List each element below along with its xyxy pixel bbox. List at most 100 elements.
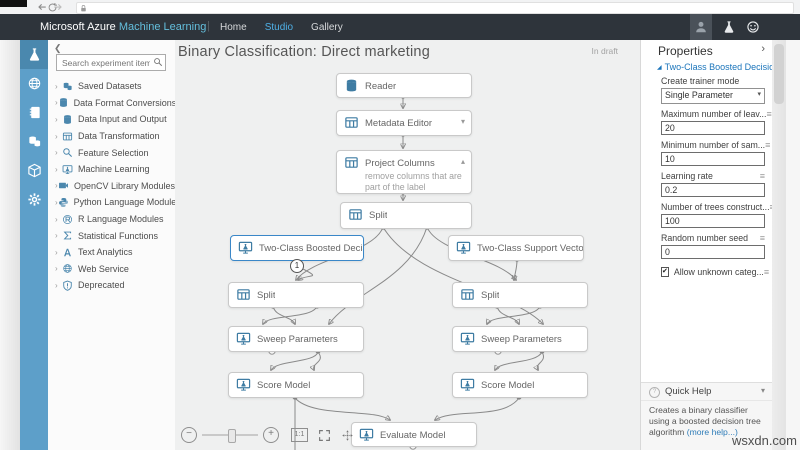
sidebar-item-saved-datasets[interactable]: ›Saved Datasets [48, 78, 175, 95]
select-create-trainer-mode[interactable]: Single Parameter▾ [661, 88, 765, 104]
expander-icon[interactable]: › [55, 231, 58, 241]
sidebar-item-python-language-modules[interactable]: ›Python Language Modules [48, 194, 181, 211]
rail-tab-experiments[interactable] [20, 40, 48, 69]
rail-tab-datasets[interactable] [20, 127, 48, 156]
brand[interactable]: Microsoft Azure Machine Learning [40, 21, 206, 33]
actual-size-button[interactable]: 1:1 [291, 428, 308, 442]
expander-icon[interactable]: › [55, 280, 58, 290]
panel-collapse-icon[interactable]: › [761, 43, 765, 55]
parameter-range-icon[interactable]: ≡ [759, 233, 765, 243]
module-split[interactable]: Split [340, 202, 472, 229]
module-sweep-parameters[interactable]: Sweep Parameters [228, 326, 364, 352]
module-two-class-boosted-decision-t[interactable]: Two-Class Boosted Decision T... [230, 235, 364, 261]
field-number-of-trees-construct: Number of trees construct...≡100 [661, 202, 775, 228]
zoom-out-button[interactable]: − [181, 427, 197, 443]
cube-icon [27, 163, 42, 178]
pan-icon[interactable] [341, 429, 354, 442]
module-sweep-parameters[interactable]: Sweep Parameters [452, 326, 588, 352]
sidebar-item-statistical-functions[interactable]: ›Statistical Functions [48, 227, 175, 244]
module-reader[interactable]: Reader [336, 73, 472, 98]
sidebar-item-opencv-library-modules[interactable]: ›OpenCV Library Modules [48, 178, 175, 195]
scrollbar-thumb[interactable] [774, 44, 784, 104]
search-icon[interactable] [153, 57, 163, 67]
parameter-range-icon[interactable]: ≡ [759, 171, 765, 181]
module-evaluate-model[interactable]: Evaluate Model [351, 422, 477, 447]
module-score-model[interactable]: Score Model [228, 372, 364, 398]
sidebar-item-feature-selection[interactable]: ›Feature Selection [48, 144, 175, 161]
expander-icon[interactable]: › [55, 264, 58, 274]
module-split[interactable]: Split [452, 282, 588, 308]
module-label: Sweep Parameters [257, 334, 338, 345]
sidebar-item-label: Machine Learning [78, 164, 150, 175]
module-two-class-support-vector-ma[interactable]: Two-Class Support Vector Ma... [448, 235, 584, 261]
input-learning-rate[interactable]: 0.2 [661, 183, 765, 197]
module-split[interactable]: Split [228, 282, 364, 308]
zoom-in-button[interactable]: + [263, 427, 279, 443]
expander-icon[interactable]: › [55, 181, 58, 191]
sidebar-item-r-language-modules[interactable]: ›R Language Modules [48, 211, 175, 228]
caret-down-icon: ▾ [757, 91, 761, 98]
expander-icon[interactable]: › [55, 81, 58, 91]
parameter-range-icon[interactable]: ≡ [765, 140, 771, 150]
parameter-range-icon[interactable]: ≡ [766, 109, 772, 119]
rail-tab-settings[interactable] [20, 185, 48, 214]
feedback-smiley-icon[interactable] [746, 20, 760, 34]
scrollbar-track[interactable] [772, 40, 786, 450]
quick-help-chevron-icon[interactable]: ▾ [760, 386, 765, 395]
properties-title: Properties [658, 44, 713, 58]
rail-tab-notebooks[interactable] [20, 98, 48, 127]
address-bar[interactable] [76, 2, 794, 14]
sidebar-item-data-input-and-output[interactable]: ›Data Input and Output [48, 111, 175, 128]
rail-tab-web-services[interactable] [20, 69, 48, 98]
sidebar-item-web-service[interactable]: ›Web Service [48, 261, 175, 278]
expander-icon[interactable]: › [55, 98, 58, 108]
input-minimum-number-of-sam[interactable]: 10 [661, 152, 765, 166]
nav-link-home[interactable]: Home [220, 22, 247, 33]
more-help-link[interactable]: (more help...) [686, 427, 738, 438]
expander-icon[interactable]: › [55, 148, 58, 158]
chevron-up-icon[interactable]: ▴ [460, 157, 465, 166]
input-random-number-seed[interactable]: 0 [661, 245, 765, 259]
fit-to-screen-icon[interactable] [318, 429, 331, 442]
expander-icon[interactable]: › [55, 197, 58, 207]
user-avatar[interactable] [690, 14, 712, 40]
nav-link-studio[interactable]: Studio [264, 22, 294, 33]
experiment-canvas[interactable]: Binary Classification: Direct marketing … [175, 40, 640, 450]
parameter-range-icon[interactable]: ≡ [763, 267, 770, 277]
expander-icon[interactable]: › [55, 164, 58, 174]
expander-icon[interactable]: › [55, 131, 58, 141]
canvas-zoom-toolbar: − + 1:1 [181, 426, 354, 444]
refresh-icon[interactable] [47, 2, 58, 13]
search-input[interactable] [60, 56, 152, 70]
quick-help-header[interactable]: ? Quick Help ▾ [641, 383, 772, 401]
sidebar-item-machine-learning[interactable]: › Machine Learning [48, 161, 175, 178]
output-port-badge[interactable]: 1 [290, 259, 304, 273]
nav-link-gallery[interactable]: Gallery [311, 22, 343, 33]
sidebar-item-data-transformation[interactable]: ›Data Transformation [48, 128, 175, 145]
field-learning-rate: Learning rate≡0.2 [661, 171, 765, 197]
chevron-down-icon[interactable]: ▾ [460, 117, 465, 126]
checkbox-allow-unknown[interactable]: ✔ [661, 267, 669, 277]
sidebar-item-text-analytics[interactable]: ›Text Analytics [48, 244, 175, 261]
collapse-palette-icon[interactable]: ❮ [54, 43, 62, 53]
browser-tab-stub[interactable] [0, 0, 27, 7]
module-metadata-editor[interactable]: Metadata Editor▾ [336, 110, 472, 136]
expander-icon[interactable]: › [55, 214, 58, 224]
module-score-model[interactable]: Score Model [452, 372, 588, 398]
sidebar-item-data-format-conversions[interactable]: › Data Format Conversions [48, 95, 177, 112]
expander-icon[interactable]: › [55, 114, 58, 124]
zoom-slider[interactable] [202, 429, 258, 443]
expander-icon[interactable]: › [55, 247, 58, 257]
module-section-header[interactable]: ◢Two-Class Boosted Decision Tree [657, 62, 800, 72]
section-expand-icon[interactable]: ◢ [657, 65, 662, 71]
zoom-slider-handle[interactable] [228, 429, 236, 443]
left-rail [20, 40, 48, 450]
sidebar-item-label: Data Format Conversions [73, 97, 177, 108]
globe-icon [27, 76, 42, 91]
input-number-of-trees-construct[interactable]: 100 [661, 214, 765, 228]
sidebar-item-deprecated[interactable]: ›Deprecated [48, 277, 175, 294]
rail-tab-trained-models[interactable] [20, 156, 48, 185]
module-project-columns[interactable]: Project Columns▴remove columns that are … [336, 150, 472, 194]
input-maximum-number-of-leav[interactable]: 20 [661, 121, 765, 135]
experiments-flask-icon[interactable] [722, 20, 736, 34]
